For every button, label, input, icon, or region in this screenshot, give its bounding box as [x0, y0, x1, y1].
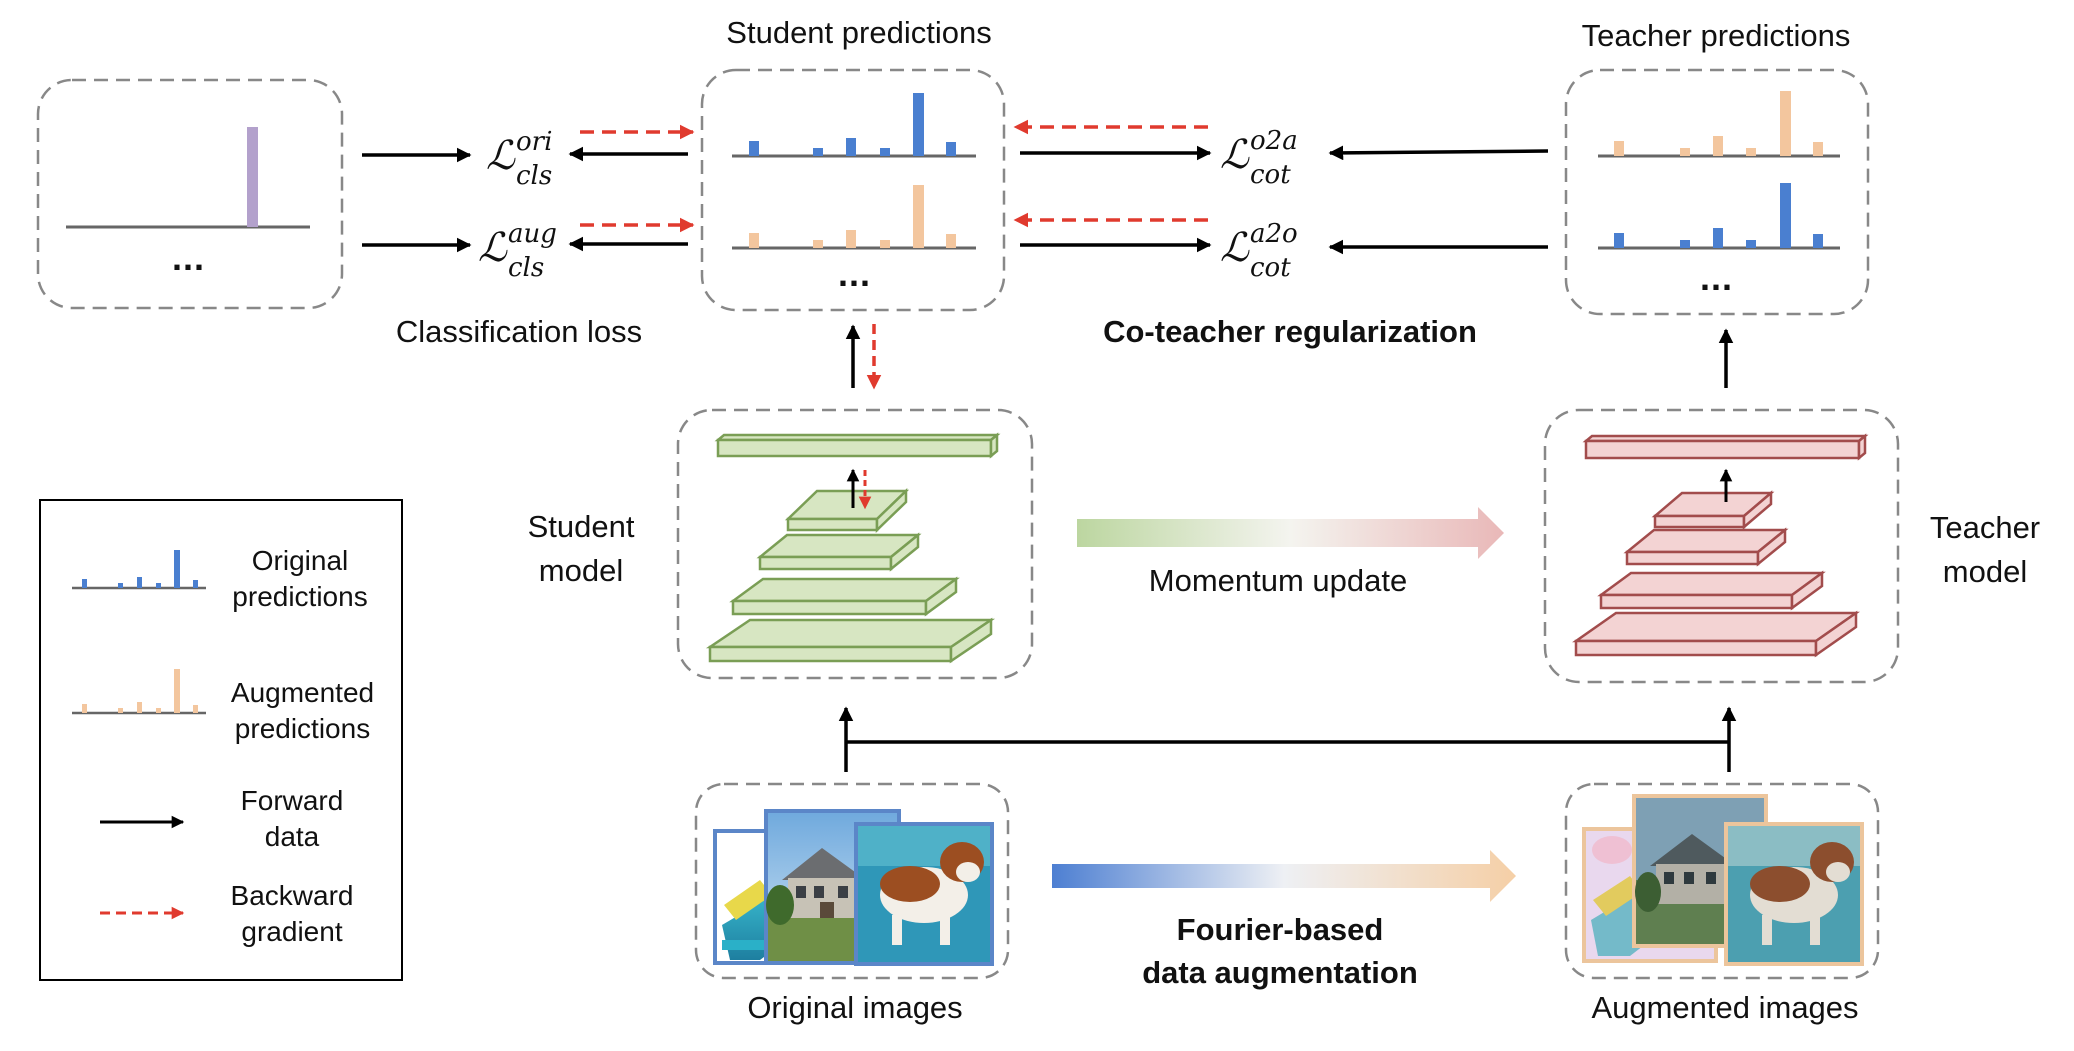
ground-truth-plot — [66, 127, 310, 229]
bar — [1780, 183, 1791, 248]
bar — [946, 234, 956, 248]
bar — [846, 138, 856, 156]
bar — [813, 148, 823, 156]
bar — [846, 230, 856, 248]
student-model-pyramid — [705, 432, 1001, 664]
student-model-label: Student model — [527, 509, 635, 588]
teacher-model-label: Teacher model — [1929, 510, 2041, 589]
loss-cot-o2a: ℒ o2a cot — [1220, 126, 1320, 190]
original-images-label: Original images — [747, 990, 963, 1025]
loss-cls-aug: ℒ aug cls — [478, 219, 568, 283]
augmented-images-stack — [1582, 794, 1864, 966]
bar — [749, 141, 759, 156]
loss-subscript: cot — [1250, 160, 1291, 190]
forward-arrow-teacher-to-cot-o2a — [1328, 145, 1549, 161]
legend-augmented-predictions-label: Augmented predictions — [230, 677, 375, 744]
loss-symbol: ℒ — [478, 225, 507, 271]
student-level-4 — [705, 617, 996, 664]
student-predictions-title: Student predictions — [726, 15, 992, 50]
bar — [1746, 240, 1756, 248]
legend-forward-data-label: Forward data — [240, 785, 344, 852]
student-predictions-ellipsis: ... — [838, 253, 872, 294]
ground-truth-box — [36, 78, 344, 310]
teacher-model-pyramid — [1572, 433, 1869, 658]
legend-backward-gradient-label: Backward gradient — [230, 880, 354, 947]
teacher-predictions-title: Teacher predictions — [1581, 18, 1851, 53]
student-output-layer — [714, 432, 1001, 459]
loss-subscript: cls — [516, 161, 553, 191]
loss-superscript: o2a — [1250, 126, 1298, 156]
bar — [913, 93, 924, 156]
legend-original-predictions-label: Original predictions — [232, 545, 368, 612]
loss-subscript: cot — [1250, 253, 1291, 283]
legend-augmented-glyph — [72, 669, 206, 715]
student-original-plot — [732, 93, 976, 158]
loss-cot-a2o: ℒ a2o cot — [1220, 219, 1320, 283]
fourier-augmentation-label-line2: data augmentation — [1142, 955, 1418, 990]
augmented-images-label: Augmented images — [1591, 990, 1859, 1025]
forward-data-connector — [838, 706, 1737, 772]
bar — [880, 240, 890, 248]
teacher-augmented-plot — [1598, 91, 1840, 158]
legend-box — [39, 499, 403, 981]
bar — [913, 185, 924, 248]
bar — [749, 233, 759, 248]
student-augmented-plot — [732, 185, 976, 250]
teacher-level-1 — [1651, 490, 1775, 530]
legend-original-glyph — [72, 550, 206, 590]
loss-superscript: a2o — [1250, 219, 1298, 249]
loss-superscript: ori — [516, 127, 553, 157]
loss-symbol: ℒ — [486, 133, 515, 179]
loss-superscript: aug — [508, 219, 557, 249]
teacher-model-box — [1543, 408, 1900, 684]
ground-truth-ellipsis: ... — [172, 237, 206, 278]
momentum-update-label: Momentum update — [1148, 563, 1408, 598]
bar — [1746, 148, 1756, 156]
student-model-box — [676, 408, 1034, 680]
teacher-level-4 — [1572, 610, 1860, 658]
dog-photo — [854, 822, 994, 966]
student-predictions-box — [700, 68, 1006, 312]
classification-loss-label: Classification loss — [395, 314, 643, 349]
bar — [1614, 233, 1624, 248]
bar — [1680, 148, 1690, 156]
teacher-level-2 — [1623, 527, 1789, 567]
loss-subscript: cls — [508, 253, 545, 283]
student-level-3 — [729, 576, 960, 617]
bar — [880, 148, 890, 156]
bar — [813, 240, 823, 248]
student-level-1 — [784, 488, 910, 533]
bar — [1713, 136, 1723, 156]
student-level-2 — [756, 532, 922, 572]
bar — [1713, 228, 1723, 248]
loss-symbol: ℒ — [1220, 225, 1249, 271]
ground-truth-bar — [247, 127, 258, 227]
momentum-update-arrow — [1077, 507, 1504, 559]
teacher-level-3 — [1597, 570, 1826, 611]
bar — [1813, 234, 1823, 248]
co-teacher-regularization-label: Co-teacher regularization — [1103, 314, 1477, 349]
teacher-predictions-ellipsis: ... — [1700, 257, 1734, 298]
bar — [1813, 142, 1823, 156]
loss-symbol: ℒ — [1220, 132, 1249, 178]
teacher-original-plot — [1598, 183, 1840, 250]
augmented-dog-photo — [1724, 822, 1864, 966]
teacher-output-layer — [1582, 433, 1869, 461]
teacher-predictions-box — [1564, 68, 1870, 316]
loss-cls-ori: ℒ ori cls — [486, 127, 566, 191]
bar — [1780, 91, 1791, 156]
bar — [1680, 240, 1690, 248]
bar — [1614, 141, 1624, 156]
original-images-stack — [713, 809, 994, 966]
fourier-augmentation-label-line1: Fourier-based — [1176, 912, 1384, 947]
fourier-augmentation-arrow — [1052, 850, 1516, 902]
bar — [946, 142, 956, 156]
